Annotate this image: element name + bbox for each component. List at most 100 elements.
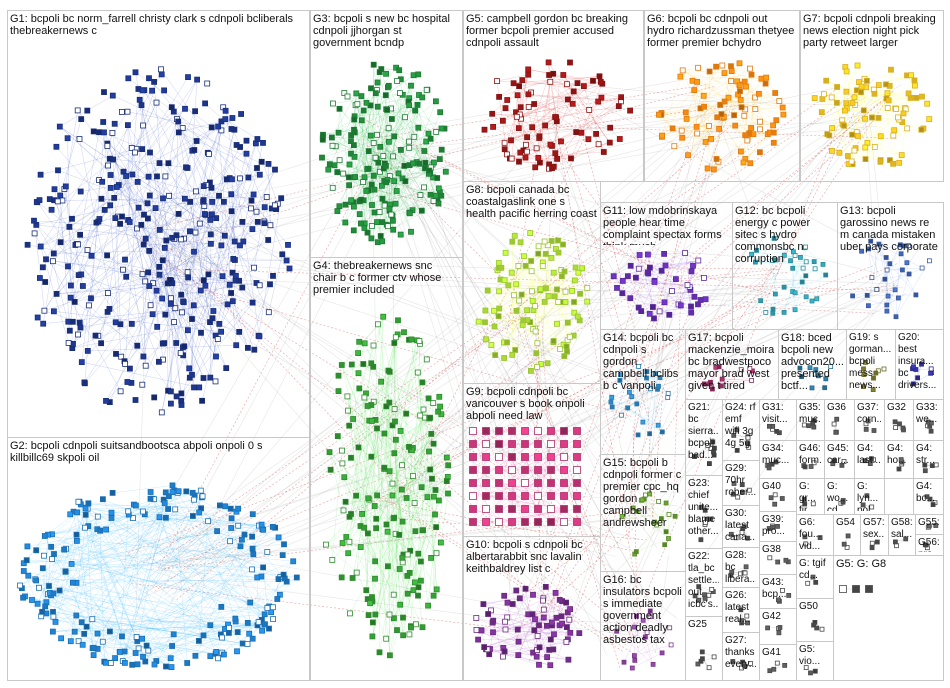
node-g8 — [510, 352, 515, 357]
node-g6 — [709, 136, 714, 141]
node-g3 — [376, 160, 381, 165]
node-g1 — [219, 243, 224, 248]
node-g4 — [362, 395, 367, 400]
node-g3 — [417, 161, 422, 166]
node-g5 — [525, 135, 530, 140]
node-g13 — [884, 256, 888, 260]
node-g1 — [197, 221, 202, 226]
node-g3 — [373, 91, 378, 96]
node-g4 — [393, 437, 398, 442]
node-g14 — [641, 420, 645, 424]
node-g14 — [666, 396, 670, 400]
node-g1 — [257, 334, 262, 339]
node-g21 — [707, 462, 711, 466]
node-g2 — [104, 527, 109, 532]
node-g9 — [509, 454, 516, 461]
node-g7 — [912, 83, 917, 88]
node-g2 — [98, 528, 103, 533]
node-g5 — [534, 146, 539, 151]
node-g6 — [777, 99, 782, 104]
node-g6 — [738, 149, 743, 154]
node-g2 — [144, 643, 149, 648]
node-g2 — [146, 648, 151, 653]
node-g40 — [773, 502, 777, 506]
node-g9 — [509, 493, 516, 500]
group-label-g23: G23: chief unite... blame other... — [688, 478, 719, 538]
node-g5 — [551, 164, 556, 169]
node-g8 — [529, 259, 534, 264]
node-g4 — [415, 370, 420, 375]
node-g10 — [545, 655, 550, 660]
node-g2 — [152, 662, 157, 667]
node-g9 — [535, 428, 542, 435]
node-g10 — [490, 620, 495, 625]
node-g5 — [587, 107, 592, 112]
group-label-g58: G58: sal... — [891, 517, 912, 541]
node-g1 — [108, 203, 113, 208]
node-g11 — [701, 275, 706, 280]
node-g10 — [476, 637, 481, 642]
node-g3 — [332, 163, 337, 168]
node-g1 — [82, 380, 87, 385]
node-g4 — [379, 379, 384, 384]
edge — [54, 200, 75, 245]
node-g6 — [714, 157, 719, 162]
node-g8 — [516, 263, 521, 268]
node-g62 — [853, 586, 860, 593]
node-g9 — [574, 480, 581, 487]
group-label-g43: G43: bcp... — [762, 577, 793, 601]
node-g2 — [68, 639, 73, 644]
node-g3 — [378, 234, 383, 239]
node-g3 — [359, 118, 364, 123]
node-g1 — [261, 140, 266, 145]
node-g9 — [548, 454, 555, 461]
node-g8 — [556, 238, 561, 243]
node-g60 — [809, 671, 813, 675]
node-g4 — [431, 494, 436, 499]
node-g7 — [821, 92, 826, 97]
node-g2 — [83, 506, 88, 511]
group-label-g13: G13: bcpoli garossino news re m canada m… — [840, 205, 940, 253]
node-g2 — [270, 605, 275, 610]
node-g2 — [282, 542, 287, 547]
node-g4 — [373, 612, 378, 617]
node-g9 — [496, 506, 503, 513]
node-g1 — [157, 264, 162, 269]
node-g1 — [286, 242, 291, 247]
node-g2 — [233, 616, 238, 621]
node-g11 — [703, 297, 708, 302]
node-g13 — [875, 288, 879, 292]
node-g3 — [351, 228, 356, 233]
node-g8 — [540, 264, 545, 269]
node-g12 — [824, 273, 828, 277]
node-g6 — [732, 113, 737, 118]
node-g6 — [695, 131, 700, 136]
node-g1 — [190, 372, 195, 377]
node-g9 — [496, 454, 503, 461]
node-g2 — [91, 653, 96, 658]
node-g1 — [160, 258, 165, 263]
node-g1 — [224, 177, 229, 182]
node-g5 — [502, 147, 507, 152]
node-g1 — [118, 221, 123, 226]
node-g8 — [489, 343, 494, 348]
node-g1 — [118, 322, 123, 327]
node-g5 — [502, 140, 507, 145]
node-g11 — [628, 263, 633, 268]
node-g3 — [335, 170, 340, 175]
node-g2 — [143, 659, 148, 664]
node-g4 — [362, 525, 367, 530]
node-g13 — [885, 268, 889, 272]
node-g5 — [526, 105, 531, 110]
node-g1 — [262, 221, 267, 226]
node-g3 — [372, 187, 377, 192]
node-g6 — [680, 68, 685, 73]
node-g1 — [141, 354, 146, 359]
node-g9 — [561, 506, 568, 513]
node-g3 — [387, 206, 392, 211]
node-g2 — [74, 532, 79, 537]
node-g3 — [352, 117, 357, 122]
node-g4 — [393, 335, 398, 340]
node-g2 — [107, 629, 112, 634]
node-g1 — [120, 214, 125, 219]
